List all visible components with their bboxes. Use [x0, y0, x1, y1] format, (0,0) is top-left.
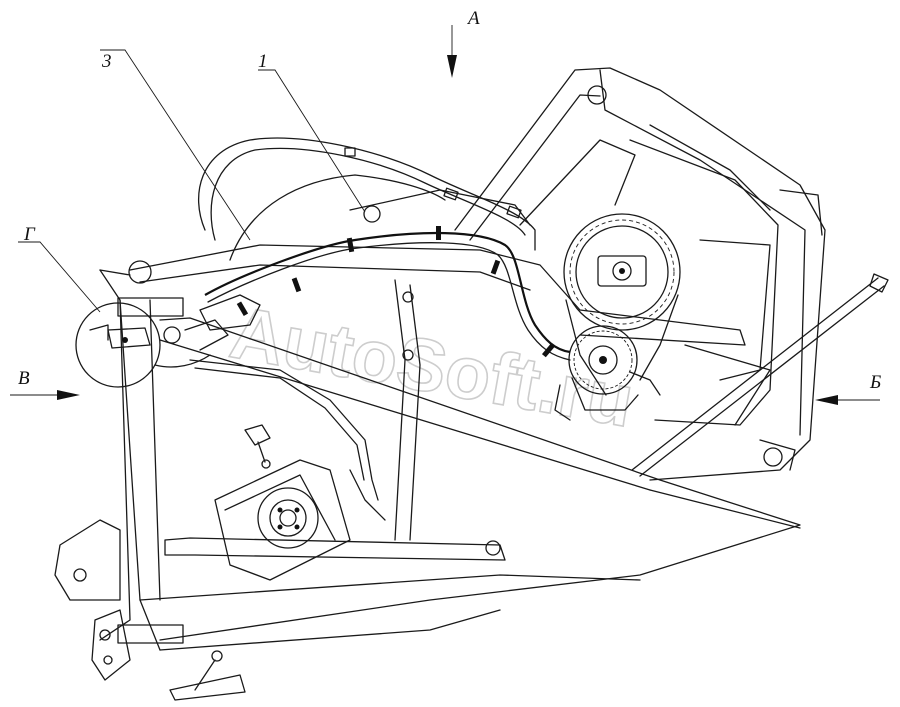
- rotor-housing: [454, 67, 826, 481]
- gearbox: [164, 424, 506, 581]
- callout-3-label: 3: [101, 51, 112, 72]
- header-frame: [54, 244, 801, 701]
- view-v-label: В: [18, 368, 30, 389]
- callout-1-label: 1: [258, 51, 268, 72]
- sensor-assembly: [89, 294, 261, 644]
- annotations: [10, 25, 880, 405]
- view-a-label: А: [466, 8, 480, 29]
- hose-clamps: [236, 147, 555, 361]
- chain-drive: [554, 213, 681, 421]
- view-b-label: Б: [869, 372, 881, 393]
- support-rod: [631, 273, 889, 477]
- detail-circle-g: [75, 302, 161, 388]
- view-g-label: Г: [23, 224, 36, 245]
- watermark: AutoSoft.ru: [224, 290, 639, 442]
